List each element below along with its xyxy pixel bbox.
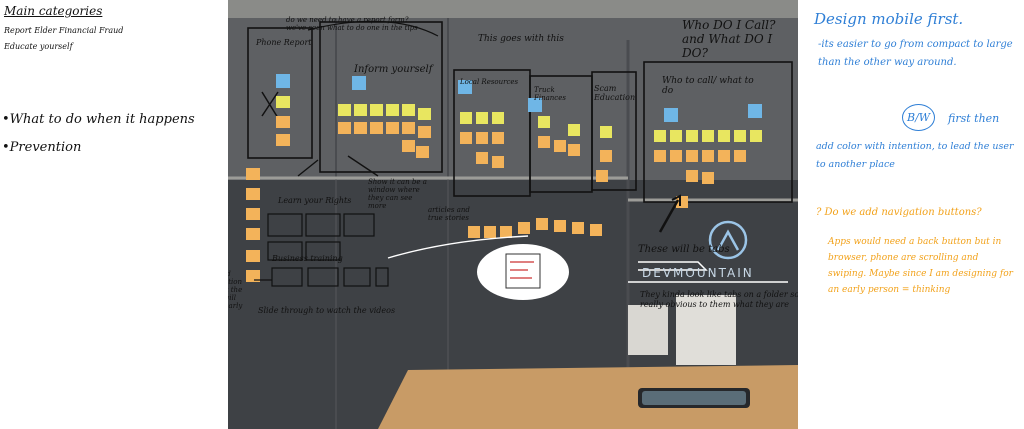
board-slide-through: Slide through to watch the videos: [258, 306, 396, 315]
note-design-mobile-first: Design mobile first.: [814, 10, 964, 28]
board-tabs-explanation: They kinda look like tabs on a folder so…: [640, 290, 798, 309]
phone-report-frame: [247, 27, 313, 159]
wireframe-sketch: [477, 244, 569, 300]
devmountain-logo-icon: [708, 220, 748, 260]
note-add-color: add color with intention, to lead the us…: [816, 141, 1014, 170]
board-these-will-be-tabs: These will be tabs: [638, 244, 730, 255]
board-articles-note: articles and true stories: [428, 206, 470, 222]
category-report-fraud: Report Elder Financial Fraud: [4, 26, 124, 35]
right-notes-panel: Design mobile first. -its easier to go f…: [798, 0, 1024, 429]
board-inform-yourself: Inform yourself: [354, 64, 433, 75]
board-detailed-description: detailed description of what the video w…: [228, 270, 243, 310]
bullet-what-to-do: •What to do when it happens: [2, 112, 195, 127]
board-business-training: Business training: [272, 254, 343, 263]
board-this-goes-with-this: This goes with this: [478, 34, 564, 44]
board-who-do-i-call: Who DO I Call? and What DO I DO?: [682, 18, 776, 60]
note-navigation-question: ? Do we add navigation buttons?: [816, 207, 982, 218]
whiteboard-scene: [228, 0, 798, 429]
board-phone-report: Phone Report: [256, 38, 312, 47]
board-learn-your-rights: Learn your Rights: [278, 196, 352, 205]
board-devmountain-wordmark: DEVMOUNTAIN: [642, 266, 754, 280]
video-wireframes: [267, 213, 389, 287]
note-apps-answer: Apps would need a back button but in bro…: [828, 237, 1013, 295]
board-truck-finances: Truck Finances: [534, 86, 566, 102]
board-who-to-call: Who to call/ what to do: [662, 76, 754, 96]
category-educate-yourself: Educate yourself: [4, 42, 73, 51]
note-mobile-reason: -its easier to go from compact to large …: [818, 39, 1013, 68]
who-to-call-frame: [643, 61, 793, 203]
board-show-window-note: Show it can be a window where they can s…: [368, 178, 427, 210]
note-bw-circle: B/W: [902, 104, 936, 131]
table-surface: [378, 365, 798, 429]
bullet-prevention: •Prevention: [2, 140, 82, 155]
scam-education-frame: [591, 71, 637, 191]
left-notes-panel: Main categories Report Elder Financial F…: [0, 0, 228, 429]
main-categories-heading: Main categories: [4, 4, 103, 18]
whiteboard-photo: do we need to have a report form? we've …: [228, 0, 798, 429]
board-local-resources: Local Resources: [460, 78, 519, 86]
note-first-then: first then: [948, 112, 1000, 125]
board-top-question: do we need to have a report form? we've …: [286, 16, 418, 32]
board-scam-education: Scam Education: [594, 84, 636, 102]
